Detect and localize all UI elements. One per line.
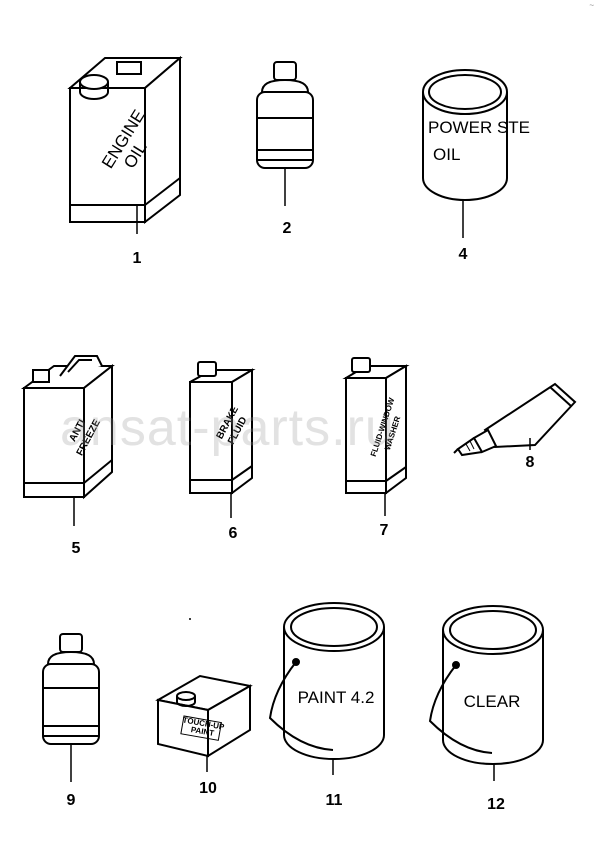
item-9-number: 9 [67, 792, 76, 809]
item-2-bottle: 2 [256, 61, 314, 237]
item-7-number: 7 [380, 522, 389, 539]
item-8-tube: 8 [453, 382, 577, 471]
item-9-bottle: 9 [42, 633, 100, 809]
item-10-touch-up-paint: TOUCH-UP PAINT 10 [155, 674, 253, 797]
item-11-number: 11 [326, 792, 343, 809]
item-4-label-line-1: POWER STE [428, 118, 530, 137]
item-10-number: 10 [199, 780, 217, 797]
item-7-washer-fluid-bottle: FLUID-WINDOW WASHER 7 [342, 357, 410, 539]
item-4-power-steering-oil-can: POWER STE OIL 4 [422, 69, 530, 263]
item-2-number: 2 [283, 220, 292, 237]
item-5-number: 5 [72, 540, 81, 557]
item-12-number: 12 [487, 796, 505, 813]
item-1-engine-oil-can: ENGINE OIL 1 [67, 55, 183, 267]
item-12-clear-can: CLEAR 12 [428, 605, 544, 813]
speck-dot [189, 618, 191, 620]
item-8-number: 8 [526, 454, 535, 471]
item-6-number: 6 [229, 525, 238, 542]
item-5-antifreeze-jug: ANTI FREEZE 5 [20, 355, 115, 557]
item-4-number: 4 [459, 246, 468, 263]
watermark-text: ansat-parts.ru [60, 399, 395, 457]
item-12-label: CLEAR [464, 692, 521, 711]
item-4-label-line-2: OIL [433, 145, 460, 164]
item-10-label-line-2: PAINT [190, 725, 215, 738]
item-6-brake-fluid-bottle: BRAKE FLUID 6 [189, 361, 256, 542]
item-11-label: PAINT 4.2 [298, 688, 375, 707]
item-11-paint-can: PAINT 4.2 11 [268, 602, 385, 809]
item-1-number: 1 [133, 250, 142, 267]
corner-mark: ~ [589, 1, 594, 10]
